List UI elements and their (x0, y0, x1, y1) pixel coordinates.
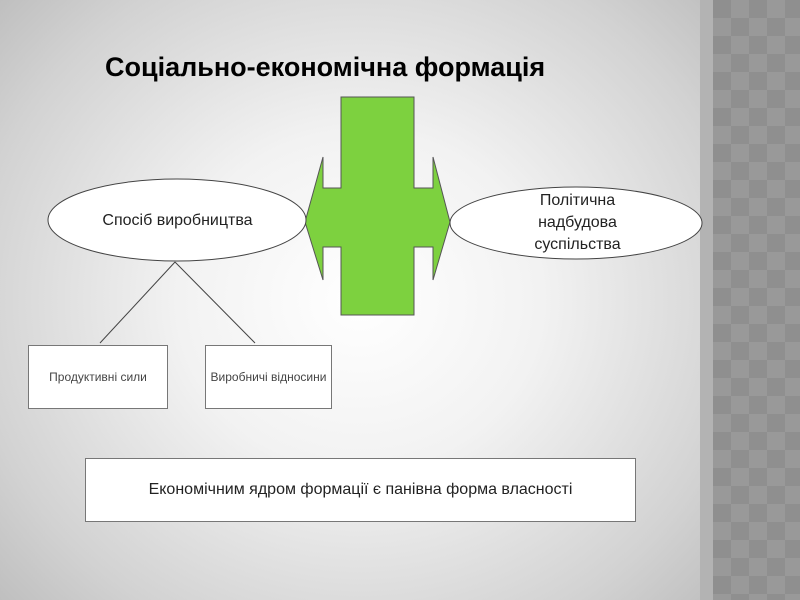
connector-right (174, 261, 256, 344)
bottom-statement: Економічним ядром формації є панівна фор… (85, 458, 636, 522)
connector-left (99, 261, 176, 344)
box-production-relations: Виробничі відносини (205, 345, 332, 409)
decor-pattern (713, 0, 800, 600)
ellipse-political-superstructure (449, 186, 703, 260)
slide-title: Соціально-економічна формація (105, 52, 546, 82)
box-productive-forces: Продуктивні сили (28, 345, 168, 409)
cross-arrow (304, 96, 451, 316)
political-superstructure-label: Політична надбудова суспільства (534, 192, 621, 253)
ellipse-production-mode (47, 178, 307, 262)
decor-strip (700, 0, 713, 600)
production-mode-label: Спосіб виробництва (102, 212, 253, 229)
